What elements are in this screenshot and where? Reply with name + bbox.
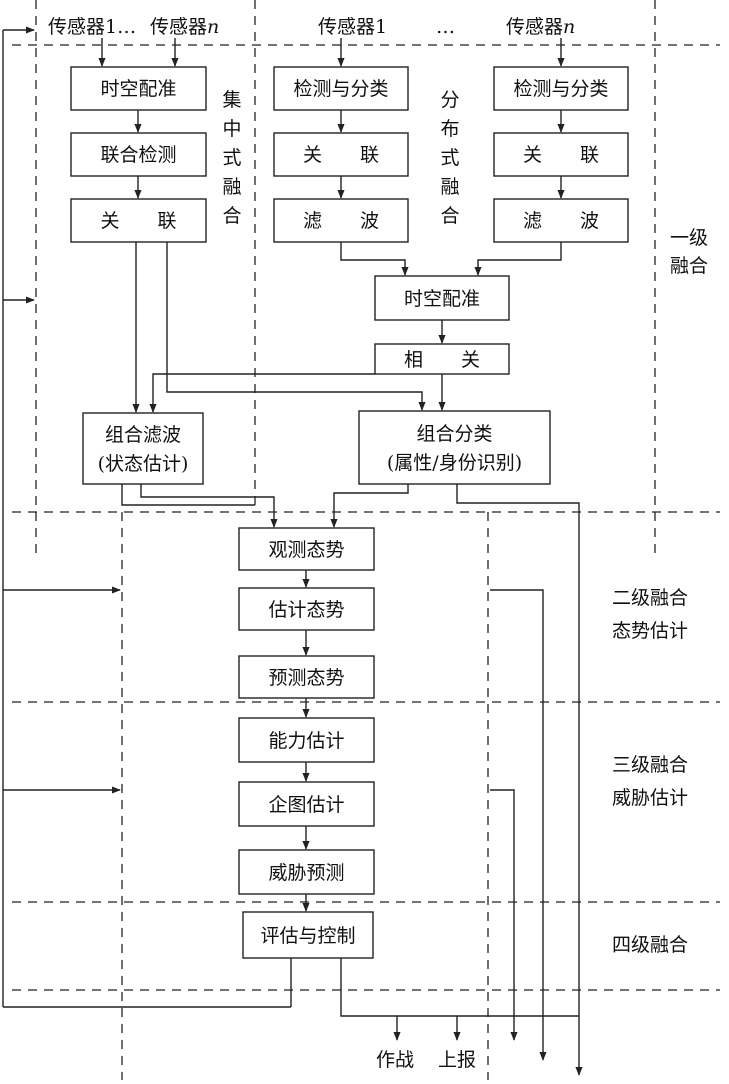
central-sensor-1-label: 传感器1… <box>48 16 136 38</box>
level2-box-predicted <box>238 655 375 699</box>
level-labels: 一级 融合 二级融合 态势估计 三级融合 威胁估计 四级融合 <box>612 227 708 956</box>
level1-label-line1: 一级 <box>670 227 708 249</box>
central-vertical-label: 集 中 式 融 合 <box>222 89 241 227</box>
dist-box-registration-label: 时空配准 <box>404 288 480 310</box>
dist-right-box-association-label: 关 联 <box>523 144 599 166</box>
central-box-association-label: 关 联 <box>100 210 176 232</box>
central-label-char-1: 集 <box>222 89 241 111</box>
dist-label-char-1: 分 <box>440 89 459 111</box>
dist-left-box-filter <box>273 198 409 243</box>
output-report-label: 上报 <box>438 1049 476 1071</box>
dist-left-box-filter-label: 滤 波 <box>303 210 379 232</box>
dist-ellipsis: … <box>436 16 455 38</box>
central-label-char-4: 融 <box>222 176 241 198</box>
distributed-vertical-label: 分 布 式 融 合 <box>440 89 459 227</box>
feedback-lines <box>2 26 292 1008</box>
correlation-to-filter-arrow <box>149 373 375 413</box>
combined-classify-label: 组合分类 <box>416 423 492 445</box>
level2-box-estimated-label: 估计态势 <box>268 599 344 621</box>
central-to-classify-arrow <box>166 242 426 411</box>
dist-left-box-association-label: 关 联 <box>303 144 379 166</box>
dist-right-box-filter <box>493 198 629 243</box>
level4-box-eval-control <box>242 911 374 959</box>
level3-box-capability <box>238 717 375 763</box>
level2-label-line2: 态势估计 <box>612 620 688 642</box>
level4-output-line <box>340 958 579 1017</box>
level2-box-estimated <box>238 587 375 631</box>
level4-group: 评估与控制 作战 上报 <box>242 911 579 1071</box>
combined-classify-box <box>358 410 551 485</box>
combination-group: 组合滤波 (状态估计) 组合分类 (属性/身份识别) <box>82 242 583 1076</box>
central-label-char-5: 合 <box>222 205 241 227</box>
dist-left-box-detect-classify <box>273 66 409 111</box>
central-fusion-group: 时空配准 联合检测 关 联 集 中 式 融 合 <box>70 38 242 243</box>
dist-right-box-detect-classify-label: 检测与分类 <box>513 78 608 100</box>
dist-label-char-4: 融 <box>440 176 459 198</box>
level2-group: 观测态势 估计态势 预测态势 <box>238 527 547 1061</box>
level1-label-line2: 融合 <box>670 255 708 277</box>
combined-filter-label: 组合滤波 <box>105 424 181 446</box>
dist-right-merge-arrow <box>474 242 562 276</box>
level2-box-observed <box>238 527 375 571</box>
dist-box-registration <box>374 275 510 321</box>
level3-box-threat <box>238 849 375 895</box>
central-box-association <box>70 198 207 243</box>
central-box-joint-detection <box>70 132 207 177</box>
dist-left-merge-arrow <box>340 242 409 276</box>
dist-box-correlation <box>374 343 510 375</box>
dashed-region-lines <box>12 0 720 1080</box>
level3-output-arrow <box>490 789 518 1041</box>
level3-label-line2: 威胁估计 <box>612 787 688 809</box>
central-sensor-n-label: 传感器n <box>150 16 219 38</box>
dist-right-box-filter-label: 滤 波 <box>523 210 599 232</box>
filter-side-line <box>121 484 255 506</box>
level2-output-arrow <box>490 589 547 1061</box>
level3-box-intent <box>238 781 375 827</box>
combined-classify-sublabel: (属性/身份识别) <box>387 452 522 474</box>
dist-box-correlation-label: 相 关 <box>404 349 480 371</box>
level3-box-intent-label: 企图估计 <box>268 794 344 816</box>
dist-label-char-2: 布 <box>440 118 459 140</box>
filter-to-observe-arrow <box>140 484 278 528</box>
level3-box-threat-label: 威胁预测 <box>268 862 344 884</box>
level4-label: 四级融合 <box>612 934 688 956</box>
central-label-char-3: 式 <box>222 147 241 169</box>
output-combat-label: 作战 <box>376 1049 414 1071</box>
dist-label-char-5: 合 <box>440 205 459 227</box>
distributed-fusion-group: 检测与分类 关 联 滤 波 检测与分类 关 联 滤 波 分 布 式 融 合 时空… <box>273 38 629 375</box>
combined-filter-box <box>82 412 204 485</box>
central-label-char-2: 中 <box>222 118 241 140</box>
level4-box-eval-control-label: 评估与控制 <box>260 925 355 947</box>
combined-filter-sublabel: (状态估计) <box>98 453 189 475</box>
level3-box-capability-label: 能力估计 <box>268 730 344 752</box>
classify-output-arrow <box>456 484 583 1076</box>
dist-sensor-n-label: 传感器n <box>506 16 575 38</box>
level3-label-line1: 三级融合 <box>612 754 688 776</box>
dist-right-box-association <box>493 132 629 177</box>
central-box-registration-label: 时空配准 <box>100 78 176 100</box>
central-box-joint-detection-label: 联合检测 <box>100 144 176 166</box>
level2-label-line1: 二级融合 <box>612 587 688 609</box>
level3-group: 能力估计 企图估计 威胁预测 <box>238 717 518 1041</box>
level2-box-observed-label: 观测态势 <box>268 539 344 561</box>
classify-to-observe-arrow <box>330 484 409 528</box>
level2-box-predicted-label: 预测态势 <box>268 667 344 689</box>
dist-label-char-3: 式 <box>440 147 459 169</box>
central-box-registration <box>70 66 207 111</box>
dist-left-box-detect-classify-label: 检测与分类 <box>293 78 388 100</box>
dist-sensor-1-label: 传感器1 <box>318 16 387 38</box>
